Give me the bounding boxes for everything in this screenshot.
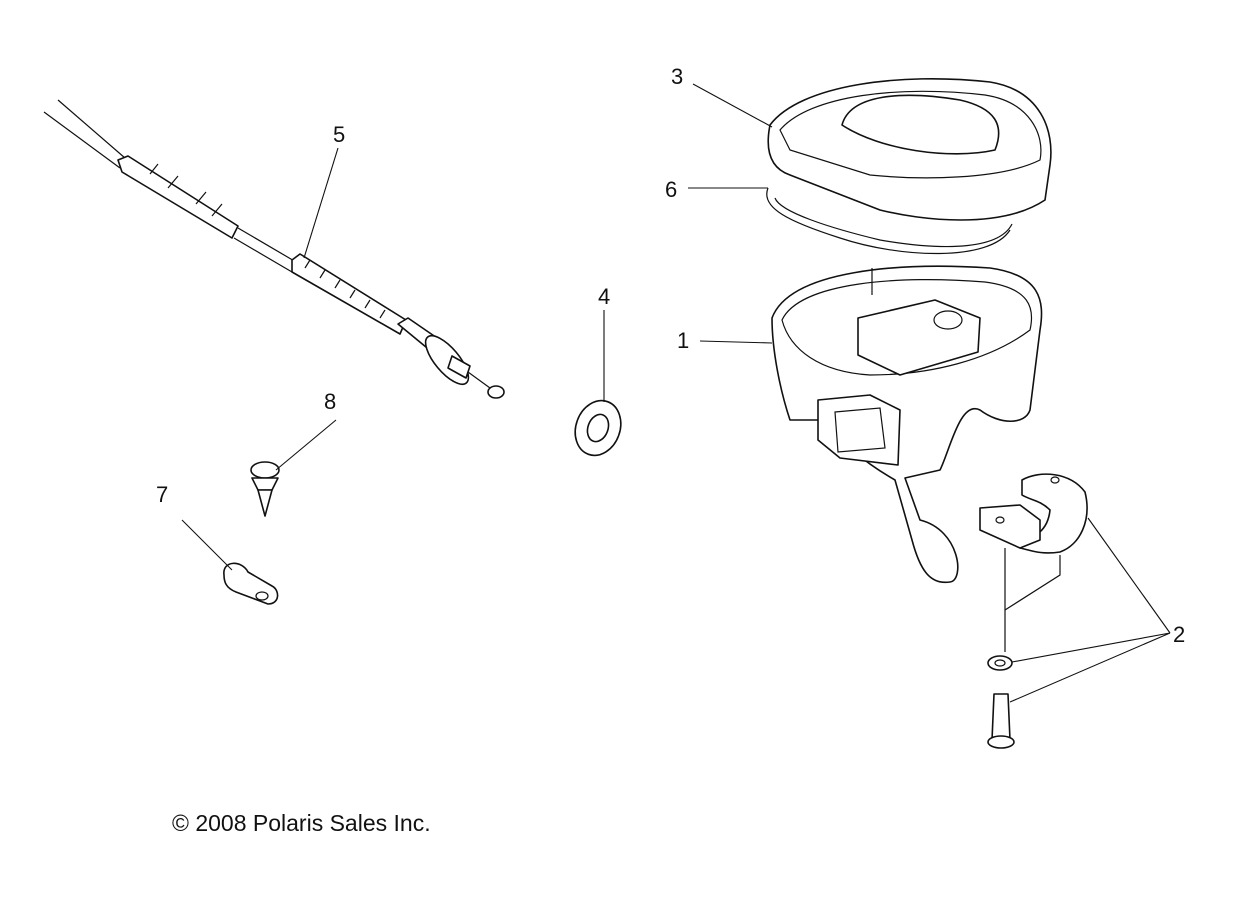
part-5-cable xyxy=(43,99,505,399)
leader-8 xyxy=(275,419,337,471)
leader-lines xyxy=(181,83,1171,703)
callout-4: 4 xyxy=(598,284,611,309)
part-1-housing xyxy=(771,265,1043,584)
part-3-cover xyxy=(767,78,1052,221)
callout-7: 7 xyxy=(156,482,169,507)
leader-7 xyxy=(181,519,233,571)
part-4-washer xyxy=(574,399,622,457)
part-7-clamp xyxy=(223,562,279,605)
callout-6: 6 xyxy=(665,177,678,202)
callout-2: 2 xyxy=(1173,622,1186,647)
leader-3 xyxy=(692,83,773,128)
part-8-screw xyxy=(250,461,280,517)
part-6-gasket xyxy=(766,187,1013,255)
leader-5 xyxy=(303,147,339,259)
callout-5: 5 xyxy=(333,122,346,147)
copyright-notice: © 2008 Polaris Sales Inc. xyxy=(172,810,431,836)
leader-1 xyxy=(699,340,773,344)
callout-3: 3 xyxy=(671,64,684,89)
part-2-clamp-hardware xyxy=(979,473,1088,749)
callout-1: 1 xyxy=(677,328,690,353)
callout-8: 8 xyxy=(324,389,337,414)
leader-2 xyxy=(1009,517,1171,703)
